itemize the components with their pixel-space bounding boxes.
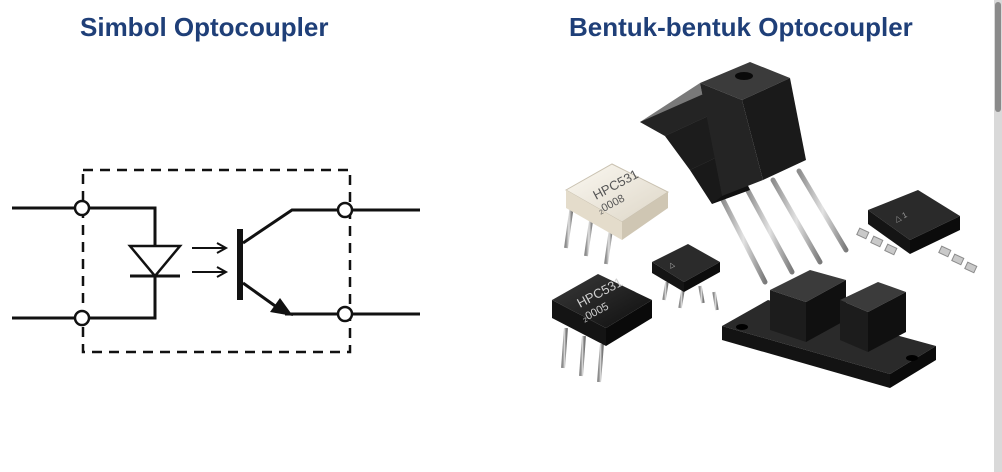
package-outline xyxy=(81,168,352,354)
slotted-interrupter-flat xyxy=(722,270,936,434)
terminal-3 xyxy=(336,201,354,219)
symbol-title: Simbol Optocoupler xyxy=(80,12,329,42)
dip6-white-package: HPC531 ₂0008 xyxy=(564,163,670,265)
smd6-package: △ 1 xyxy=(856,190,978,274)
scrollbar-thumb[interactable] xyxy=(995,2,1001,112)
svg-text:△: △ xyxy=(668,261,677,270)
dip4-black-package: △ xyxy=(652,244,720,311)
emitter-arrow xyxy=(270,298,293,316)
led-triangle xyxy=(127,244,183,278)
anode-wire xyxy=(88,206,157,245)
collector-wire xyxy=(242,208,338,245)
terminal-1 xyxy=(73,199,91,217)
optocoupler-schematic xyxy=(12,168,420,354)
terminal-2 xyxy=(73,309,91,327)
terminal-4 xyxy=(336,305,354,323)
scrollbar[interactable] xyxy=(994,0,1002,472)
dip6-black-package: HPC531 ₂0005 xyxy=(552,274,652,383)
slotted-interrupter-large xyxy=(640,62,849,285)
cathode-wire xyxy=(88,275,157,320)
optocoupler-packages-illustration: HPC531 ₂0008 △ △ 1 xyxy=(552,62,978,434)
forms-title: Bentuk-bentuk Optocoupler xyxy=(569,12,913,42)
light-arrows xyxy=(192,242,229,278)
